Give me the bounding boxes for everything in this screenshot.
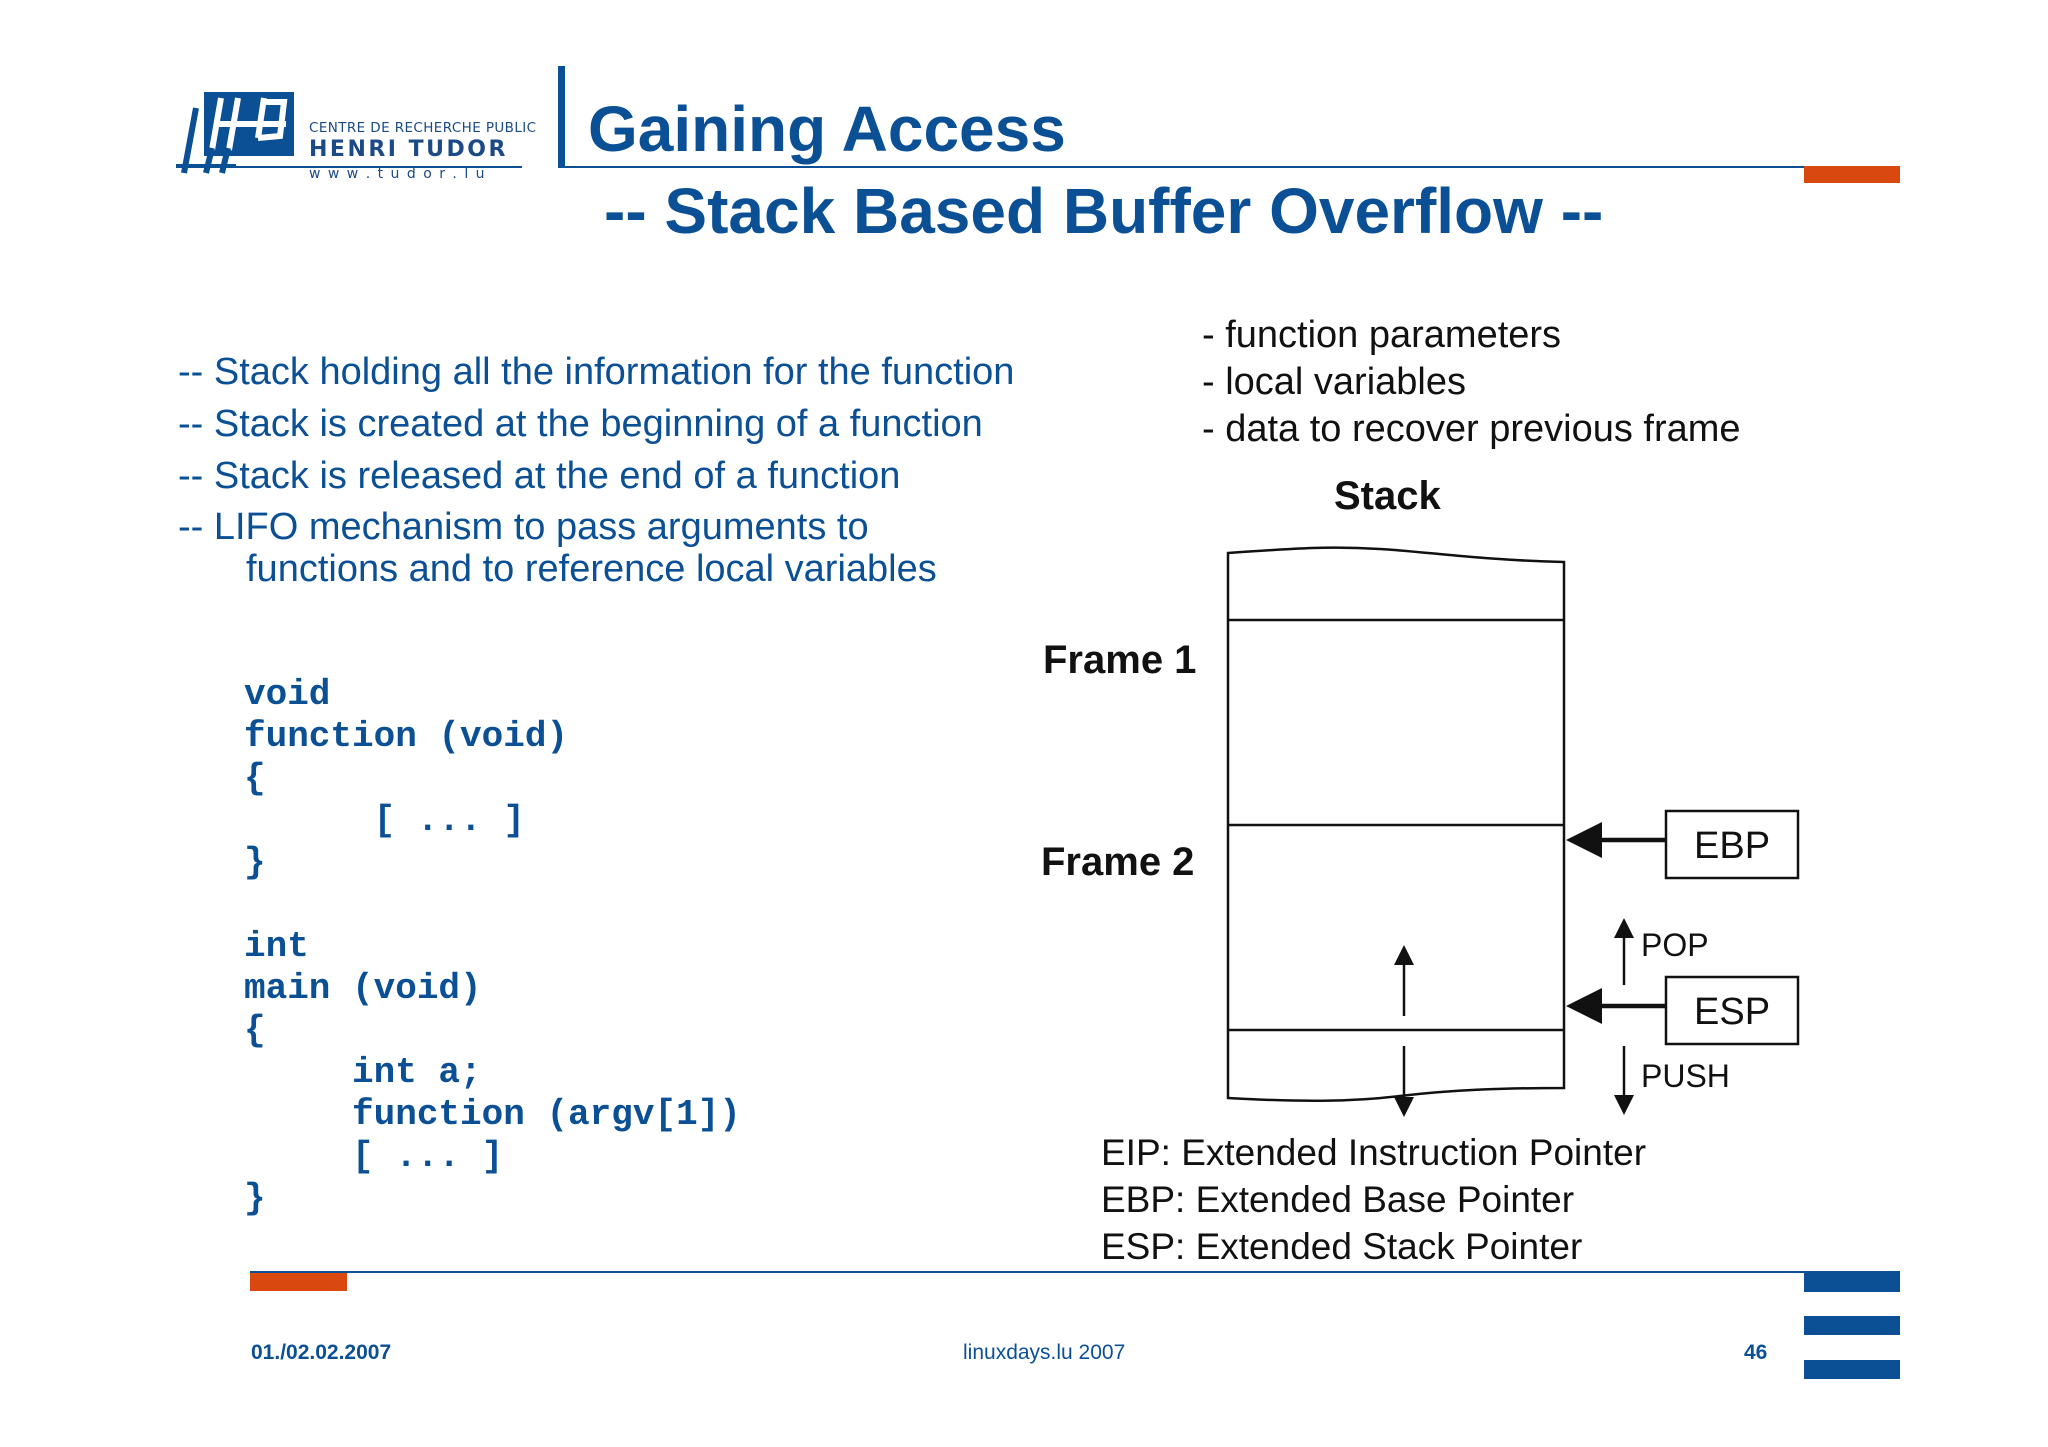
legend-esp: ESP: Extended Stack Pointer (1101, 1226, 1583, 1267)
ebp-label: EBP (1694, 825, 1771, 867)
title-underline (558, 166, 1900, 168)
code-line: main (void) (244, 968, 482, 1009)
code-line: { (244, 1010, 266, 1051)
code-line: int (244, 926, 309, 967)
deco-stripe-3 (1804, 1360, 1900, 1379)
pop-label: POP (1641, 927, 1709, 963)
page-title: Gaining Access (588, 93, 1066, 165)
code-line: int a; (244, 1052, 482, 1093)
logo-line1: CENTRE DE RECHERCHE PUBLIC (309, 120, 537, 136)
frame2-label: Frame 2 (1041, 840, 1195, 884)
bullet-3: -- Stack is released at the end of a fun… (178, 455, 901, 497)
code-block: void function (void) { [ ... ] } int mai… (244, 674, 741, 1220)
legend-eip: EIP: Extended Instruction Pointer (1101, 1132, 1647, 1173)
code-line: } (244, 1178, 266, 1219)
deco-stripe-2 (1804, 1316, 1900, 1335)
legend-ebp: EBP: Extended Base Pointer (1101, 1179, 1575, 1220)
stack-label: Stack (1334, 474, 1441, 518)
code-line: [ ... ] (244, 800, 525, 841)
footer-date: 01./02.02.2007 (251, 1341, 392, 1364)
bullet-4: -- LIFO mechanism to pass arguments to (178, 506, 869, 548)
push-label: PUSH (1641, 1058, 1730, 1094)
deco-stripe-1 (1804, 1273, 1900, 1292)
code-line: } (244, 842, 266, 883)
page-subtitle: -- Stack Based Buffer Overflow -- (604, 175, 1604, 247)
bullet-4-continued: functions and to reference local variabl… (246, 548, 937, 590)
accent-block-bottom (250, 1273, 347, 1291)
code-line: [ ... ] (244, 1136, 504, 1177)
code-line: function (argv[1]) (244, 1094, 741, 1135)
footer-line (250, 1271, 1900, 1273)
ebp-box (1664, 809, 1800, 880)
stack-outline (1226, 546, 1566, 1103)
page-number: 46 (1744, 1341, 1768, 1364)
stack-content-2: - local variables (1202, 361, 1466, 403)
stack-content-1: - function parameters (1202, 314, 1562, 356)
title-bar-vertical (558, 66, 565, 168)
bullet-2: -- Stack is created at the beginning of … (178, 403, 983, 445)
code-line: void (244, 674, 331, 715)
bullet-1: -- Stack holding all the information for… (178, 351, 1015, 393)
logo-underline (176, 166, 522, 168)
code-line: function (void) (244, 716, 569, 757)
frame1-label: Frame 1 (1043, 638, 1197, 682)
esp-box (1664, 975, 1800, 1046)
logo-line2: HENRI TUDOR (309, 137, 508, 162)
logo-line3: w w w . t u d o r . l u (309, 166, 487, 182)
accent-block-top (1804, 166, 1900, 183)
code-line: { (244, 758, 266, 799)
esp-label: ESP (1694, 991, 1771, 1033)
stack-content-3: - data to recover previous frame (1202, 408, 1741, 450)
footer-event: linuxdays.lu 2007 (963, 1341, 1126, 1364)
